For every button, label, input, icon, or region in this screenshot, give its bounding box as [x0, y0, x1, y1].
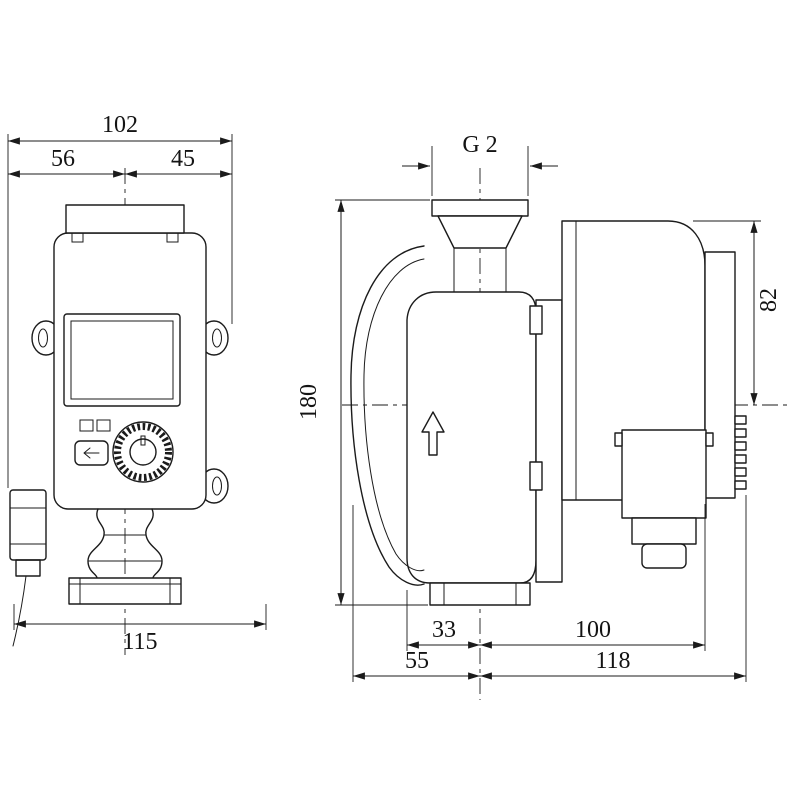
bottom-flange — [68, 577, 182, 605]
dim-33-label: 33 — [432, 617, 456, 643]
back-button — [74, 440, 109, 466]
dim-115-label: 115 — [122, 629, 157, 655]
top-cap — [65, 204, 185, 234]
dim-82-label: 82 — [756, 288, 782, 312]
side-view: G 2 180 82 33 100 55 118 — [296, 132, 792, 700]
mounting-ears — [31, 320, 229, 504]
head-profile — [350, 245, 425, 586]
cable — [12, 575, 27, 647]
dim-55-label: 55 — [405, 648, 429, 674]
foot-flange — [429, 582, 531, 606]
dim-overall-width: 102 — [7, 112, 233, 488]
front-view: 102 56 45 115 — [7, 112, 267, 655]
dim-pipe-thread: G 2 — [402, 132, 558, 196]
clip-right — [166, 232, 179, 243]
dim-bottom-width: 115 — [13, 604, 267, 655]
union-nut — [87, 508, 163, 579]
dim-102-label: 102 — [102, 112, 138, 138]
dim-bottom-row-2: 55 118 — [352, 495, 747, 682]
motor-flange — [529, 299, 563, 583]
dim-split-width: 56 45 — [8, 146, 232, 178]
dim-overall-height: 180 — [296, 199, 430, 606]
display — [63, 313, 181, 407]
dim-100-label: 100 — [575, 617, 611, 643]
electrical-connector — [9, 489, 47, 647]
dim-180-label: 180 — [296, 384, 322, 420]
control-knob — [112, 421, 174, 483]
plug-module — [614, 429, 714, 569]
volute-body — [406, 291, 537, 584]
dim-118-label: 118 — [595, 648, 630, 674]
connector-pins — [734, 415, 747, 490]
dim-above-axis: 82 — [693, 220, 782, 405]
led-indicators — [79, 419, 111, 432]
terminal-box — [704, 251, 747, 499]
back-arrow-icon — [83, 447, 100, 459]
dim-45-label: 45 — [171, 146, 195, 172]
dim-bottom-row-1: 33 100 — [406, 504, 706, 651]
clip-left — [71, 232, 84, 243]
pipe-connection — [431, 199, 529, 293]
dim-g2-label: G 2 — [462, 132, 497, 158]
flow-direction-arrow-icon — [421, 411, 445, 456]
dim-56-label: 56 — [51, 146, 75, 172]
